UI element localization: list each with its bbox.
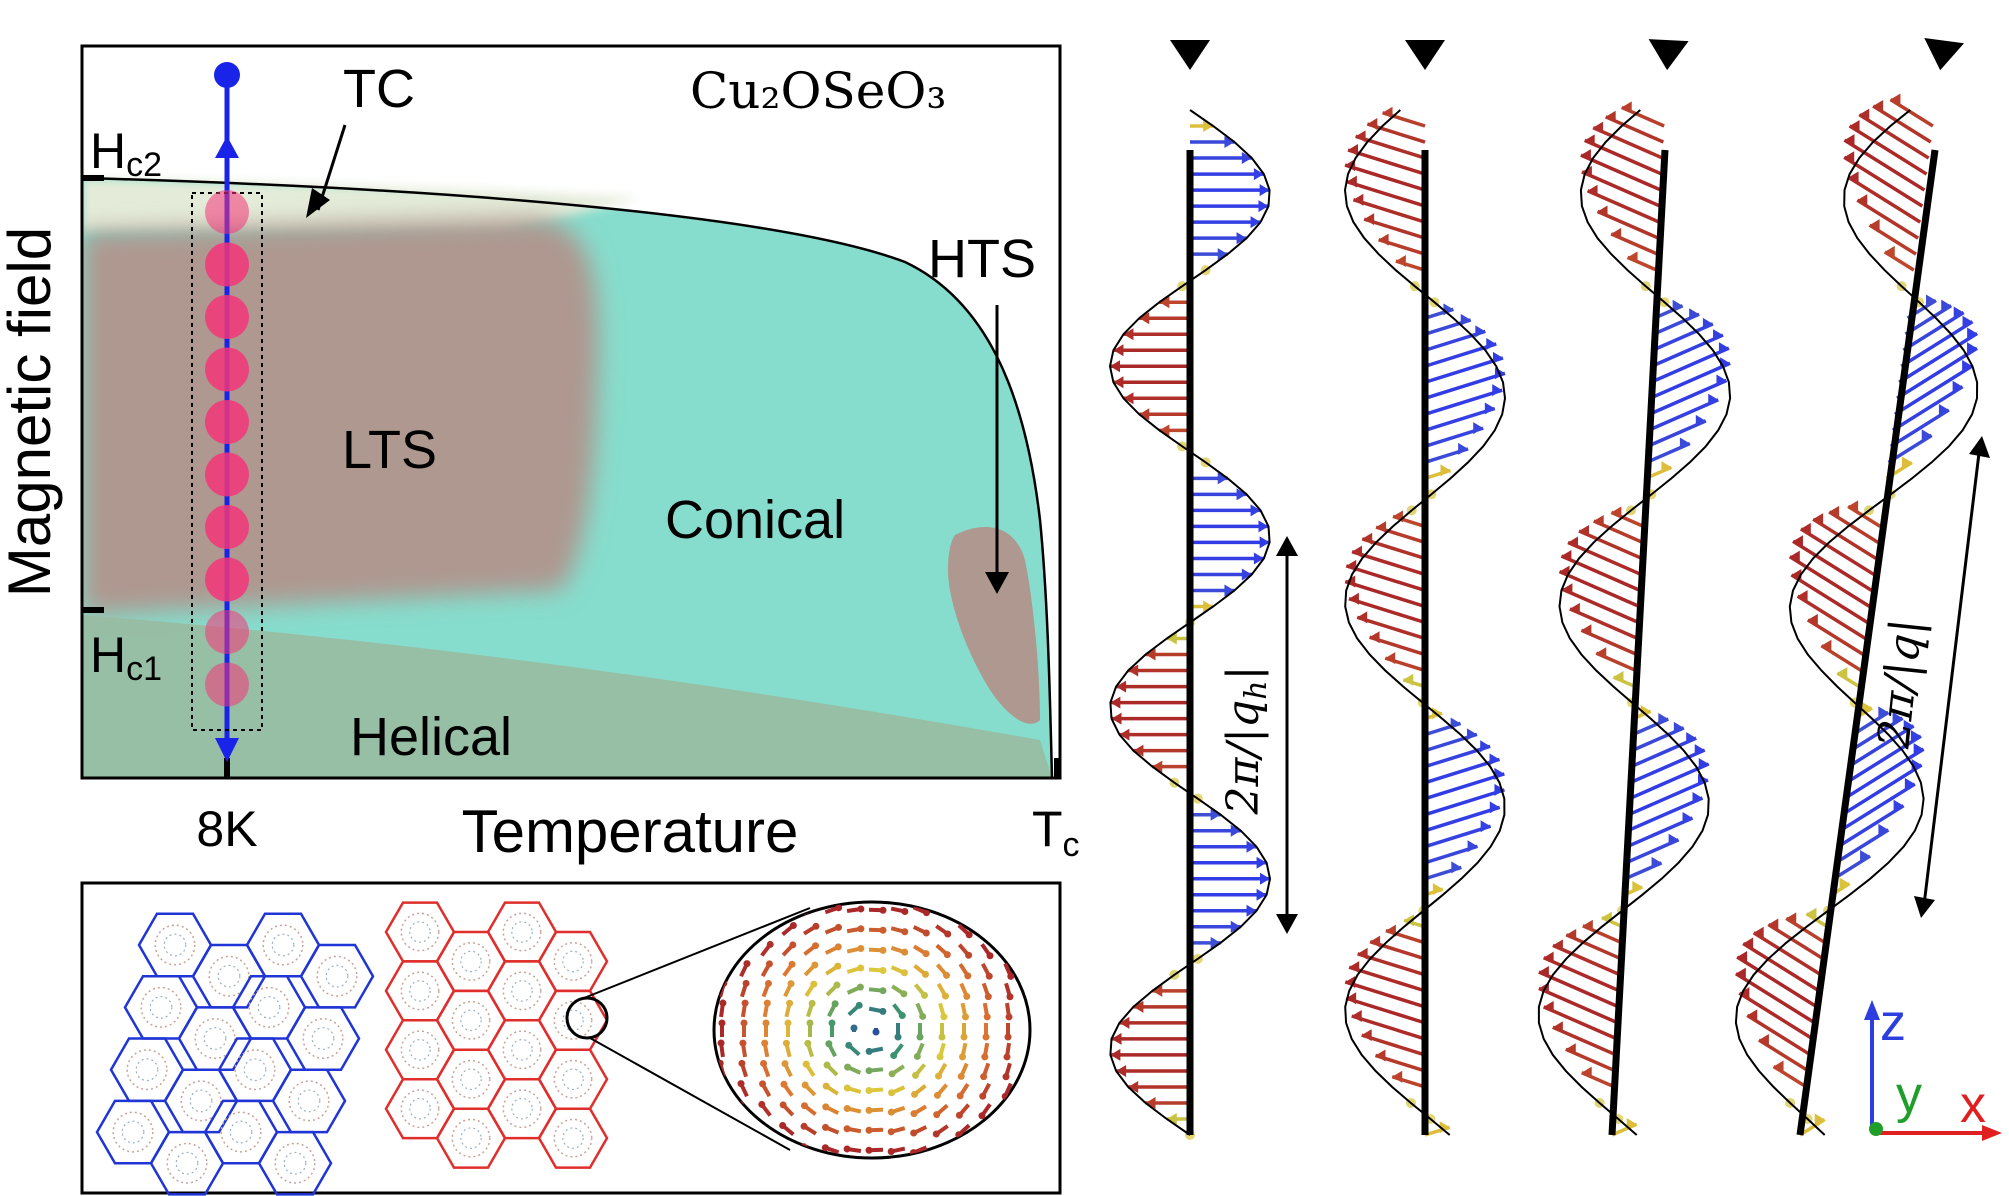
qh-wavelength-marker: 2π/|qh| [1218,536,1298,934]
scan-point [205,347,249,392]
lts-label: LTS [342,420,437,480]
hc2-label: Hc2 [90,123,162,184]
spin-helix [1108,40,1272,1140]
x-axis-label: Temperature [462,798,799,865]
scan-point [205,295,249,339]
q-wavelength-label: 2π/|q| [1868,616,1932,751]
tc-axis-label: Tc [1032,801,1080,864]
scan-point [205,662,249,707]
hexagon-cell [537,1107,609,1169]
x-axis-label-triad: x [1960,1076,1986,1134]
helix-set [1108,38,1979,1140]
scan-point [205,505,249,549]
spin-helix [1343,40,1507,1137]
field-scan-path [191,62,263,762]
tc-label: TC [343,59,415,119]
scan-point [205,452,249,497]
scan-point [205,400,249,444]
hts-label: HTS [928,229,1036,289]
hc1-label: Hc1 [90,627,162,688]
blue-hexagonal-lattice [95,912,375,1196]
compound-title: Cu₂OSeO₃ [690,62,946,120]
skyrmion-zoom-ellipse [712,900,1032,1160]
scan-point [205,610,249,654]
scan-points [205,190,249,707]
red-hexagonal-lattice [384,901,609,1169]
spin-helix [1734,38,1979,1137]
spin-helix-panel: 2π/|qh| 2π/|q| z y x [1108,38,2002,1141]
scan-point [205,242,249,287]
conical-label: Conical [665,490,845,550]
down-arrowhead [215,738,239,762]
hexagon-cell [285,1006,361,1071]
hexagon-cell [271,1068,347,1134]
coordinate-triad: z y x [1864,994,2002,1141]
hts-region [948,527,1040,724]
spin-helix [1537,39,1732,1137]
qh-wavelength-label: 2π/|qh| [1218,666,1274,816]
zoom-line-bottom [589,1037,791,1151]
skyrmion-lattice-panel [80,881,1062,1196]
hexagon-cell [299,943,375,1009]
y-axis-dot [1869,1122,1883,1136]
y-axis-label-triad: y [1896,1066,1922,1124]
helical-region [82,615,1052,778]
up-arrowhead [215,136,239,158]
scan-point [205,190,249,234]
phase-diagram: TC LTS Conical HTS Helical Cu₂OSeO₃ Hc2 … [0,44,1080,865]
scan-start-marker [214,62,240,88]
lts-region [82,218,599,615]
zoom-line-top [583,907,811,999]
8k-label: 8K [196,801,257,857]
hexagon-cell [257,1130,333,1196]
zoom-source-circle [565,996,609,1040]
skyrmion-spin-texture [716,903,1015,1157]
helical-label: Helical [350,707,512,767]
critical-field-curve [82,176,1054,778]
z-axis-label: z [1880,994,1906,1052]
phase-diagram-frame [80,44,1062,780]
y-axis-label: Magnetic field [0,227,63,597]
scan-point [205,557,249,602]
